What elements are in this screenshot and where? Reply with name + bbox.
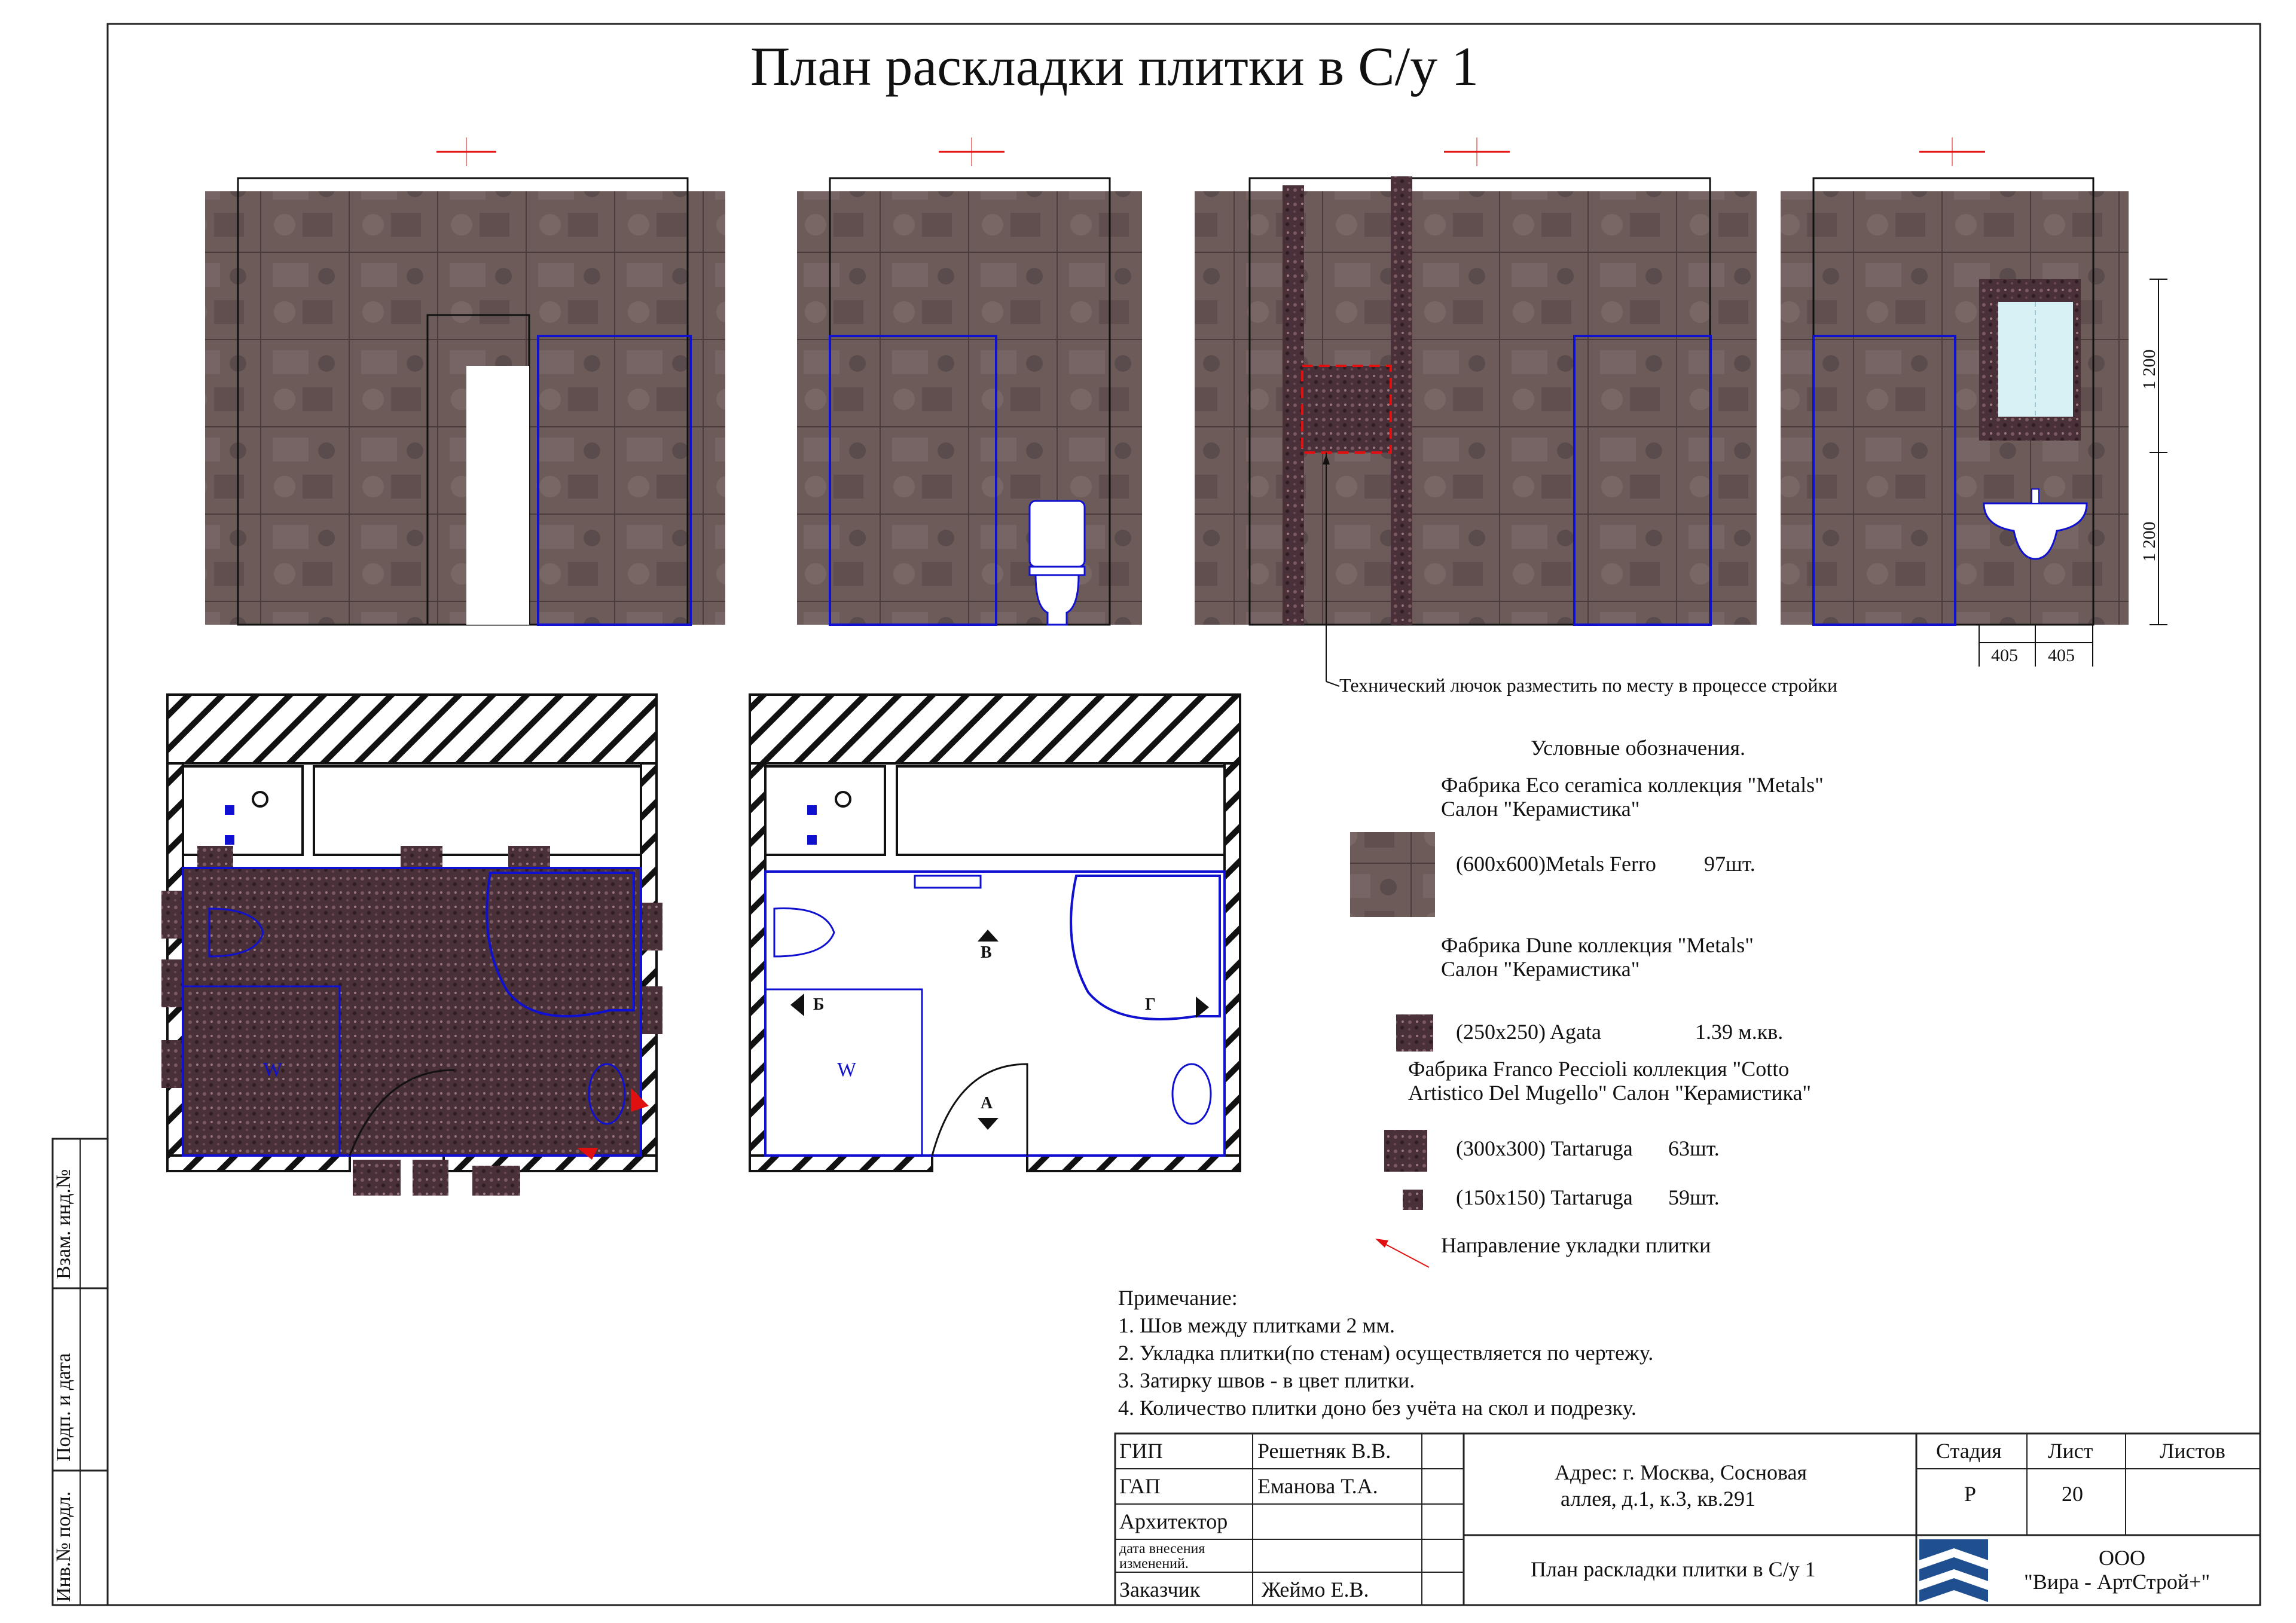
elevation-2: [797, 137, 1142, 626]
tb-gap-name: Еманова Т.А.: [1257, 1474, 1378, 1498]
tb-company-2: "Вира - АртСтрой+": [2024, 1570, 2210, 1594]
legend-heading: Условные обозначения.: [1531, 736, 1746, 760]
legend-item3-factory2: Artistico Del Mugello" Салон "Керамистик…: [1408, 1081, 1812, 1105]
legend-item3-qty: 63шт.: [1668, 1136, 1720, 1160]
elevation-3: [1195, 137, 1757, 687]
tb-sheet-label: Лист: [2048, 1439, 2093, 1463]
swatch-tartaruga-300: [1384, 1130, 1427, 1172]
tb-stage-value: Р: [1964, 1482, 1977, 1506]
floor-plan-tiled: W: [161, 693, 662, 1196]
sink-elevation-icon: [1983, 488, 2088, 560]
tb-gap-label: ГАП: [1119, 1474, 1161, 1498]
dim-405-left: 405: [1991, 646, 2018, 665]
legend-item4-qty: 59шт.: [1668, 1185, 1720, 1209]
tb-date-label-2: изменений.: [1119, 1556, 1189, 1572]
legend-item2-qty: 1.39 м.кв.: [1695, 1020, 1784, 1044]
page-title: План раскладки плитки в С/у 1: [750, 36, 1479, 97]
swatch-metals-ferro: [1350, 832, 1435, 917]
stamp-signature: Подп. и дата: [53, 1353, 75, 1462]
tb-gip-name: Решетняк В.В.: [1257, 1439, 1391, 1463]
tb-company-1: ООО: [2099, 1546, 2145, 1570]
legend-item3-factory: Фабрика Franco Peccioli коллекция "Cotto: [1408, 1057, 1790, 1081]
note-2: 2. Укладка плитки(по стенам) осуществляе…: [1118, 1341, 1654, 1365]
view-label-b: Б: [813, 995, 825, 1014]
note-1: 1. Шов между плитками 2 мм.: [1118, 1313, 1396, 1337]
tb-client-label: Заказчик: [1119, 1578, 1201, 1601]
note-3: 3. Затирку швов - в цвет плитки.: [1118, 1368, 1415, 1392]
tb-client-name: Жеймо Е.В.: [1262, 1578, 1369, 1601]
tb-architect-label: Архитектор: [1119, 1509, 1228, 1533]
elevation-4: [1781, 137, 2167, 667]
legend-item1-salon: Салон "Керамистика": [1441, 797, 1640, 821]
toilet-elevation-icon: [1028, 500, 1086, 626]
legend-item1-spec: (600x600)Metals Ferro: [1456, 852, 1656, 876]
tb-sheets-label: Листов: [2160, 1439, 2225, 1463]
legend-item3-spec: (300x300) Tartaruga: [1456, 1136, 1633, 1160]
hatch-note: Технический лючок разместить по месту в …: [1339, 674, 1838, 696]
legend-item2-spec: (250x250) Agata: [1456, 1020, 1601, 1044]
floor-plan-outline: W: [749, 693, 1241, 1172]
legend-item1-qty: 97шт.: [1704, 852, 1755, 876]
legend-item1-factory: Фабрика Eco ceramica коллекция "Metals": [1441, 773, 1824, 797]
notes-heading: Примечание:: [1118, 1286, 1238, 1310]
view-label-a: А: [981, 1094, 993, 1112]
note-4: 4. Количество плитки доно без учёта на с…: [1118, 1396, 1636, 1420]
company-logo: [1919, 1539, 1988, 1602]
swatch-agata: [1396, 1014, 1433, 1052]
tb-address-2: аллея, д.1, к.3, кв.291: [1561, 1487, 1756, 1511]
tb-sheet-title: План раскладки плитки в С/у 1: [1531, 1557, 1816, 1581]
dim-1200-top: 1 200: [2139, 349, 2159, 390]
svg-text:W: W: [837, 1059, 857, 1081]
legend-item4-spec: (150x150) Tartaruga: [1456, 1185, 1633, 1209]
tech-hatch-outline: [1301, 365, 1392, 454]
direction-arrow-icon: [1375, 1239, 1430, 1268]
mirror-icon: [1979, 279, 2081, 441]
svg-text:W: W: [263, 1059, 283, 1081]
view-label-g: Г: [1145, 995, 1156, 1014]
tb-sheet-value: 20: [2062, 1482, 2083, 1506]
elevation-1: [205, 137, 725, 626]
legend-item2-factory: Фабрика Dune коллекция "Metals": [1441, 933, 1754, 957]
tb-gip-label: ГИП: [1119, 1439, 1163, 1463]
legend-item2-salon: Салон "Керамистика": [1441, 957, 1640, 981]
view-label-v: В: [981, 943, 992, 962]
legend-direction: Направление укладки плитки: [1441, 1233, 1711, 1257]
dim-405-right: 405: [2048, 646, 2075, 665]
title-block: [1114, 1432, 2261, 1606]
side-stamp: [51, 1138, 109, 1606]
tb-date-label-1: дата внесения: [1119, 1541, 1205, 1557]
stamp-replacement: Взам. инд.№: [53, 1169, 75, 1279]
tb-stage-label: Стадия: [1936, 1439, 2002, 1463]
dim-1200-bottom: 1 200: [2139, 521, 2159, 563]
tb-address-1: Адрес: г. Москва, Сосновая: [1555, 1460, 1808, 1484]
stamp-inventory: Инв.№ подл.: [53, 1491, 75, 1602]
swatch-tartaruga-150: [1403, 1190, 1423, 1210]
